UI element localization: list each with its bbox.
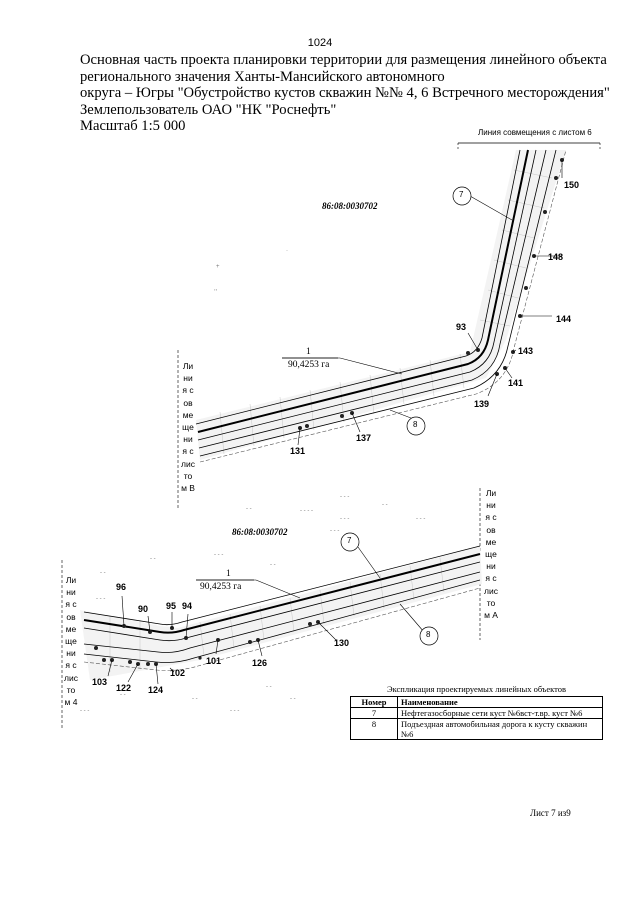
svg-text:- - -: - - - bbox=[214, 552, 223, 558]
svg-text:- -: - - bbox=[382, 502, 388, 508]
cadastral-number: 86:08:0030702 bbox=[322, 201, 378, 211]
svg-text:- -: - - bbox=[290, 696, 296, 702]
title-line: Масштаб 1:5 000 bbox=[80, 118, 186, 135]
survey-point-label: 124 bbox=[148, 685, 164, 695]
survey-point-label: 144 bbox=[556, 314, 572, 324]
match-line-4-label: Линия совмещения с листом 4 bbox=[64, 575, 78, 708]
survey-point-label: 137 bbox=[356, 433, 372, 443]
survey-point-label: 126 bbox=[252, 658, 268, 668]
svg-text:- -: - - bbox=[100, 570, 106, 576]
plot-number: 1 bbox=[306, 347, 311, 357]
title-line: Землепользователь ОАО "НК "Роснефть" bbox=[80, 101, 337, 118]
match-line-v-label: Линия совмещения с листом В bbox=[181, 361, 195, 494]
svg-text:- - -: - - - bbox=[96, 596, 105, 602]
svg-text:- - -: - - - bbox=[340, 516, 349, 522]
svg-text:- -: - - bbox=[270, 562, 276, 568]
svg-text:- -: - - bbox=[192, 696, 198, 702]
survey-point-label: 93 bbox=[456, 322, 467, 332]
survey-point-label: 103 bbox=[92, 677, 108, 687]
survey-point-label: 150 bbox=[564, 180, 580, 190]
table-row: 7 Нефтегазосборные сети куст №6вст-т.вр.… bbox=[350, 707, 603, 719]
survey-point-label: 148 bbox=[548, 252, 564, 262]
svg-text:+: + bbox=[216, 264, 220, 270]
plot-area: 90,4253 га bbox=[200, 582, 242, 592]
title-line: Основная часть проекта планировки террит… bbox=[80, 52, 607, 68]
table-header-row: Номер Наименование bbox=[350, 696, 603, 708]
survey-point-label: 131 bbox=[290, 446, 306, 456]
survey-point-label: 94 bbox=[182, 601, 193, 611]
title-line: регионального значения Ханты-Мансийского… bbox=[80, 68, 445, 85]
match-line-top-label: Линия совмещения с листом 6 bbox=[478, 128, 592, 137]
document-title: Основная часть проекта планировки террит… bbox=[80, 52, 620, 135]
survey-point-label: 130 bbox=[334, 638, 350, 648]
callout-label: 7 bbox=[347, 536, 352, 545]
legend-caption: Экспликация проектируемых линейных объек… bbox=[387, 684, 566, 694]
table-cell: 8 bbox=[350, 718, 398, 740]
survey-point-label: 96 bbox=[116, 582, 127, 592]
svg-text:- - -: - - - bbox=[80, 708, 89, 714]
svg-text:- - - -: - - - - bbox=[300, 508, 313, 514]
svg-text:- - -: - - - bbox=[330, 528, 339, 534]
table-cell: Подъездная автомобильная дорога к кусту … bbox=[397, 718, 603, 740]
svg-text:·: · bbox=[286, 248, 288, 254]
svg-text:- - -: - - - bbox=[416, 516, 425, 522]
svg-text:,,: ,, bbox=[214, 286, 218, 292]
svg-text:- -: - - bbox=[266, 684, 272, 690]
title-line: округа – Югры "Обустройство кустов скваж… bbox=[80, 85, 610, 102]
survey-point-label: 95 bbox=[166, 601, 177, 611]
survey-point-label: 122 bbox=[116, 683, 132, 693]
svg-text:- -: - - bbox=[150, 556, 156, 562]
survey-point-label: 101 bbox=[206, 656, 222, 666]
callout-label: 7 bbox=[459, 190, 464, 199]
legend: Экспликация проектируемых линейных объек… bbox=[350, 684, 603, 740]
page-number: 1024 bbox=[307, 37, 333, 49]
sheet-label: Лист 7 из9 bbox=[530, 808, 571, 818]
table-cell: Нефтегазосборные сети куст №6вст-т.вр. к… bbox=[397, 707, 603, 719]
plot-number: 1 bbox=[226, 569, 231, 579]
survey-point-label: 102 bbox=[170, 668, 186, 678]
svg-text:- - -: - - - bbox=[340, 494, 349, 500]
survey-point-label: 143 bbox=[518, 346, 534, 356]
cadastral-number: 86:08:0030702 bbox=[232, 527, 288, 537]
svg-text:- -: - - bbox=[246, 506, 252, 512]
plot-area: 90,4253 га bbox=[288, 360, 330, 370]
survey-point-label: 139 bbox=[474, 399, 490, 409]
match-line-a-label: Линия совмещения с листом А bbox=[484, 488, 498, 621]
callout-label: 8 bbox=[426, 630, 431, 639]
lower-corridor bbox=[80, 532, 482, 685]
upper-corridor bbox=[195, 149, 567, 463]
survey-point-label: 141 bbox=[508, 378, 524, 388]
svg-text:- -: - - bbox=[120, 692, 126, 698]
callout-label: 8 bbox=[413, 420, 418, 429]
table-cell: 7 bbox=[350, 707, 398, 719]
survey-point-label: 90 bbox=[138, 604, 149, 614]
legend-table: Номер Наименование 7 Нефтегазосборные се… bbox=[350, 696, 603, 740]
column-header: Наименование bbox=[397, 696, 603, 708]
table-row: 8 Подъездная автомобильная дорога к куст… bbox=[350, 718, 603, 740]
column-header: Номер bbox=[350, 696, 398, 708]
svg-text:- - -: - - - bbox=[230, 708, 239, 714]
